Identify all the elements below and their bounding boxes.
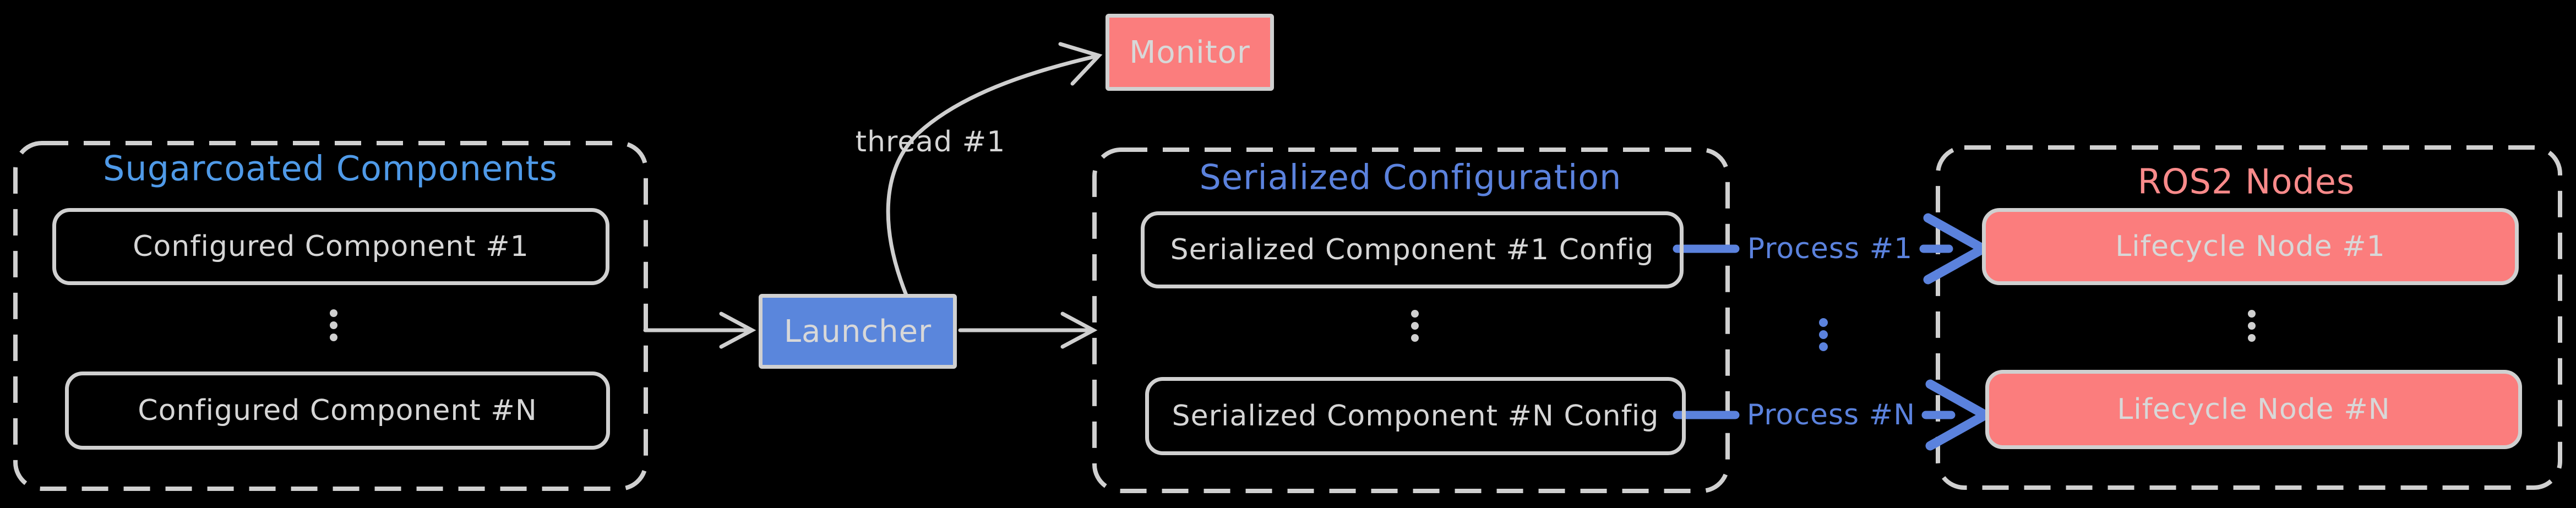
lifecycle-node-n-box: Lifecycle Node #N [1985, 370, 2522, 449]
group-title-serialized: Serialized Configuration [1199, 157, 1622, 198]
configured-component-n-box: Configured Component #N [65, 372, 610, 450]
arrow-launcher-to-serialized [958, 312, 1098, 349]
lifecycle-node-1-box: Lifecycle Node #1 [1982, 208, 2519, 285]
serialized-group-border [1092, 148, 1730, 493]
ellipsis-sugarcoated [330, 309, 337, 341]
monitor-node: Monitor [1105, 14, 1274, 91]
process-n-edge-label: Process #N [1746, 398, 1916, 431]
ellipsis-ros2 [2248, 310, 2256, 342]
arrow-components-to-launcher [643, 312, 756, 349]
serialized-component-1-config-box: Serialized Component #1 Config [1141, 211, 1684, 288]
ellipsis-serialized [1411, 310, 1419, 342]
launcher-node: Launcher [759, 294, 957, 369]
configured-component-1-box: Configured Component #1 [52, 208, 609, 285]
process-1-edge-label: Process #1 [1747, 232, 1913, 265]
sugarcoated-group-border [13, 141, 648, 491]
ellipsis-process [1819, 318, 1828, 351]
group-title-ros2: ROS2 Nodes [2137, 161, 2355, 202]
arrow-launcher-to-monitor [886, 42, 1103, 297]
ros2-group-border [1936, 145, 2562, 490]
thread-1-edge-label: thread #1 [855, 125, 1006, 159]
group-title-sugarcoated: Sugarcoated Components [103, 148, 558, 189]
serialized-component-n-config-box: Serialized Component #N Config [1145, 377, 1686, 455]
